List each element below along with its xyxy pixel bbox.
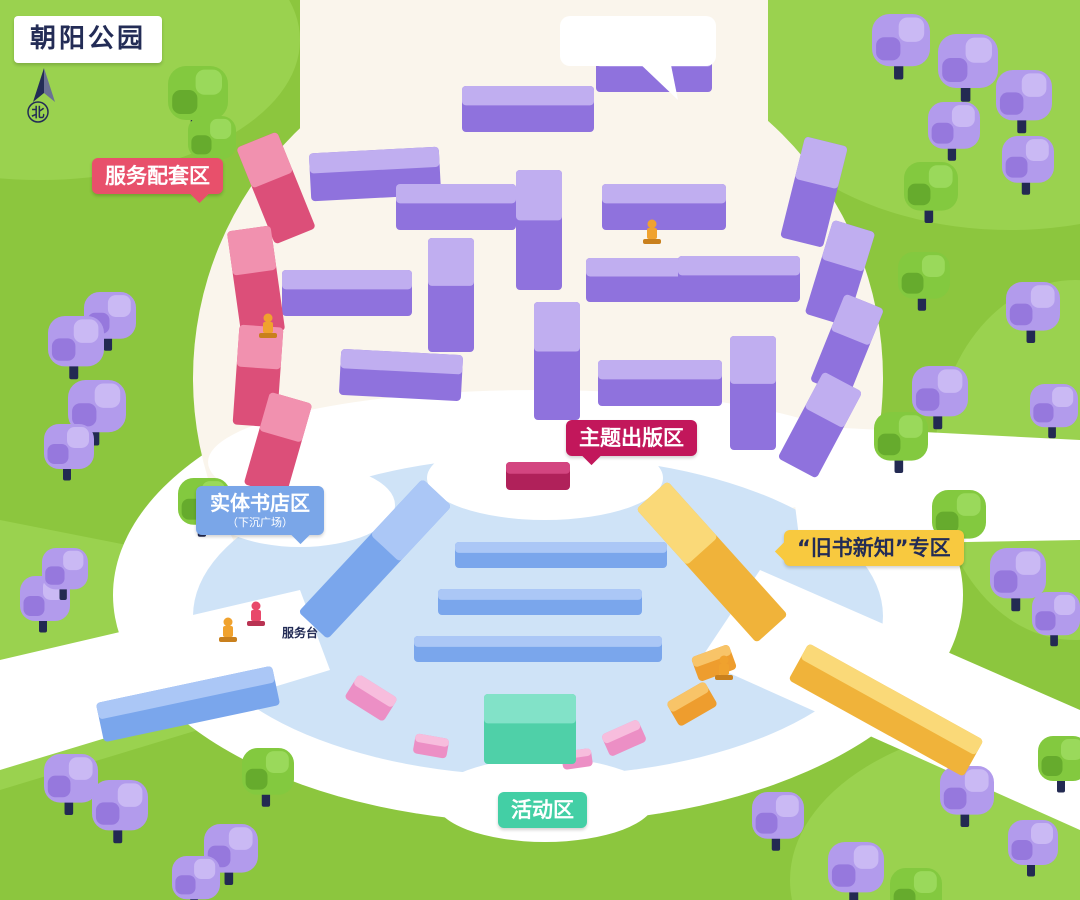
green-tree xyxy=(898,252,950,311)
label-oldbook-zone: “旧书新知”专区 xyxy=(774,530,964,567)
purple-tree xyxy=(912,366,968,430)
stall-purple xyxy=(805,220,875,326)
purple-tree xyxy=(828,842,884,900)
compass-north: 北 xyxy=(27,68,55,123)
label-activity-zone: 活动区 xyxy=(498,792,587,829)
stall-crimson xyxy=(506,462,570,490)
label-bookstore-zone-text: 实体书店区 xyxy=(210,491,310,515)
trees-layer xyxy=(20,14,1080,900)
stall-pinkSmall xyxy=(345,675,397,721)
purple-tree xyxy=(92,780,148,844)
compass-arrow-dark xyxy=(33,68,44,102)
stall-purple xyxy=(586,258,704,302)
left-path xyxy=(0,590,330,770)
green-tree xyxy=(904,162,958,224)
stall-purple xyxy=(534,302,580,420)
stall-teal xyxy=(484,694,576,764)
stall-purple xyxy=(780,137,848,247)
green-tree xyxy=(890,868,942,900)
purple-tree xyxy=(44,754,98,816)
stall-pink xyxy=(227,225,285,337)
stall-purple xyxy=(678,256,800,302)
stall-purple xyxy=(811,294,883,396)
purple-tree xyxy=(1030,384,1078,439)
stall-yellow xyxy=(637,482,787,642)
stall-pinkSmall xyxy=(413,733,449,759)
label-activity-zone-text: 活动区 xyxy=(511,798,574,822)
purple-tree xyxy=(172,856,220,900)
purple-tree xyxy=(204,824,258,886)
label-service-zone: 服务配套区 xyxy=(92,158,223,204)
stall-purple xyxy=(602,184,726,230)
stall-purple xyxy=(396,184,516,230)
label-service-zone-text: 服务配套区 xyxy=(105,164,210,188)
purple-tree xyxy=(872,14,930,80)
compass-arrow-light xyxy=(44,68,55,102)
figure-icon xyxy=(247,601,265,626)
purple-tree xyxy=(48,316,104,380)
label-theme-publishing-zone: 主题出版区 xyxy=(566,420,697,466)
label-bookstore-zone: 实体书店区 （下沉广场） xyxy=(196,486,324,544)
stall-blue xyxy=(96,666,280,742)
green-tree xyxy=(1038,736,1080,793)
figure-icon xyxy=(643,219,661,244)
stall-blue xyxy=(414,636,662,662)
purple-tree xyxy=(1006,282,1060,344)
label-oldbook-zone-text: “旧书新知”专区 xyxy=(797,536,951,560)
label-theme-zone-text: 主题出版区 xyxy=(579,426,684,450)
park-title: 朝阳公园 xyxy=(14,16,163,63)
green-tree xyxy=(874,412,928,474)
purple-tree xyxy=(42,548,88,600)
stalls-layer xyxy=(96,48,983,776)
purple-tree xyxy=(938,34,998,102)
stall-blue xyxy=(455,542,667,568)
stall-purple xyxy=(730,336,776,450)
purple-tree xyxy=(752,792,804,851)
figure-icon xyxy=(715,655,733,680)
figure-icon xyxy=(219,617,237,642)
stall-purple xyxy=(339,349,463,401)
stall-pink xyxy=(244,392,312,496)
purple-tree xyxy=(1008,820,1058,877)
purple-tree xyxy=(1002,136,1054,195)
purple-tree xyxy=(996,70,1052,134)
purple-tree xyxy=(928,102,980,161)
stall-purple xyxy=(282,270,412,316)
label-service-desk: 服务台 xyxy=(282,626,319,640)
purple-tree xyxy=(1032,592,1080,647)
purple-tree xyxy=(940,766,994,828)
compass-label: 北 xyxy=(31,106,44,121)
stall-blue xyxy=(438,589,642,615)
purple-tree xyxy=(990,548,1046,612)
stall-purple xyxy=(516,170,562,290)
green-tree xyxy=(242,748,294,807)
stall-purple xyxy=(462,86,594,132)
stall-pink xyxy=(237,132,315,244)
compass-circle xyxy=(27,101,49,123)
stall-blue xyxy=(299,480,451,638)
stall-purple xyxy=(598,360,722,406)
right-upper-path xyxy=(785,425,1080,545)
label-bookstore-zone-subtext: （下沉广场） xyxy=(227,516,293,529)
icons-layer xyxy=(219,219,733,680)
stall-pinkSmall xyxy=(602,720,646,756)
green-tree xyxy=(168,66,228,134)
stall-yellow xyxy=(789,644,983,776)
purple-tree xyxy=(44,424,94,481)
stall-purple xyxy=(428,238,474,352)
stall-purple xyxy=(778,372,862,478)
figure-icon xyxy=(259,313,277,338)
stall-orange xyxy=(667,682,717,726)
speech-bubble xyxy=(560,16,716,100)
